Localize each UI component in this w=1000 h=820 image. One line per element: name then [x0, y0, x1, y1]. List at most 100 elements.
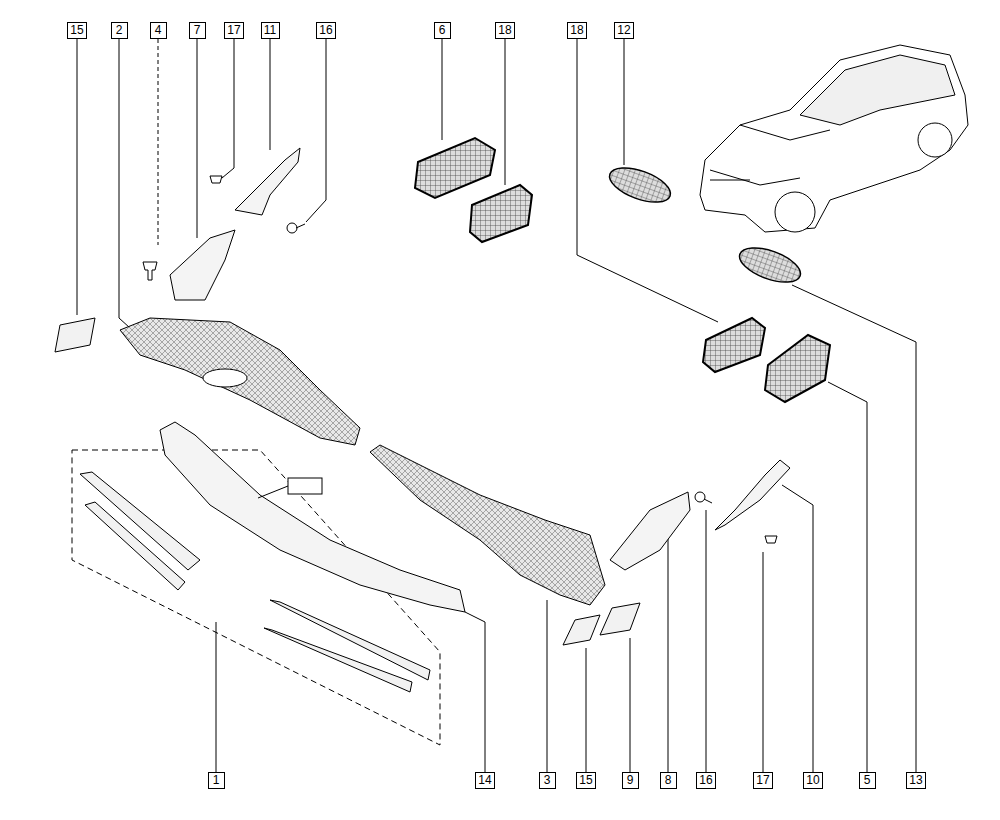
panel-opening [203, 369, 247, 387]
car-body [700, 45, 968, 232]
leader-line [586, 648, 587, 772]
callout-box: 2 [111, 22, 128, 39]
callout-box: 7 [189, 22, 206, 39]
callout-box: 16 [696, 772, 716, 789]
callout-box: 11 [261, 22, 280, 39]
callout-box: 3 [539, 772, 556, 789]
grille [735, 241, 805, 289]
callout-number: 9 [627, 773, 634, 787]
callout-box: 15 [576, 772, 596, 789]
callout-number: 4 [155, 23, 162, 37]
car-wheel [775, 192, 815, 232]
callout-box: 17 [753, 772, 773, 789]
callout-number: 15 [579, 773, 592, 787]
grille [605, 161, 675, 209]
callout-box: 12 [614, 22, 634, 39]
callout-box: 1 [208, 772, 225, 789]
callout-number: 12 [617, 23, 630, 37]
vent-grille [415, 138, 495, 198]
screw [287, 223, 297, 233]
callout-number: 16 [699, 773, 712, 787]
callout-number: 14 [478, 773, 491, 787]
car-windows [800, 55, 955, 125]
leader-line [77, 39, 78, 315]
callout-box: 4 [150, 22, 167, 39]
callout-number: 17 [227, 23, 240, 37]
callout-number: 18 [570, 23, 583, 37]
side-panel [610, 492, 690, 570]
callout-number: 17 [756, 773, 769, 787]
leader-line [668, 530, 669, 772]
callout-number: 13 [909, 773, 922, 787]
callout-box: 16 [316, 22, 336, 39]
leader-line [465, 612, 485, 772]
trim-strips [55, 318, 640, 692]
callout-number: 8 [665, 773, 672, 787]
callout-number: 5 [864, 773, 871, 787]
bracket [715, 460, 790, 530]
leader-line [442, 39, 443, 140]
leader-line [763, 552, 764, 772]
leader-line [577, 39, 718, 322]
leader-line [306, 39, 326, 222]
callout-box: 17 [224, 22, 244, 39]
callout-box: 18 [495, 22, 515, 39]
callout-number: 2 [116, 23, 123, 37]
cowl-panel-right [370, 445, 605, 605]
vent-grille [765, 335, 830, 402]
leader-line [197, 39, 198, 238]
callout-number: 10 [806, 773, 819, 787]
bracket [235, 148, 300, 215]
leader-line [270, 39, 271, 150]
leader-line [828, 382, 867, 772]
leader-line [782, 485, 813, 772]
callout-number: 6 [439, 23, 446, 37]
callout-box: 15 [67, 22, 87, 39]
callout-number: 11 [264, 23, 276, 37]
trim-strip [85, 502, 185, 590]
leader-line [706, 510, 707, 772]
screw [704, 499, 712, 503]
car-wheel [918, 123, 952, 157]
callout-box: 18 [567, 22, 587, 39]
cowl-strip [160, 422, 465, 612]
cowl-panel-left [120, 318, 360, 445]
screw [296, 224, 305, 228]
leader-line [624, 39, 625, 165]
clip [143, 262, 157, 280]
side-panel [170, 230, 235, 300]
callout-number: 16 [319, 23, 332, 37]
screw [695, 492, 705, 502]
callout-number: 3 [544, 773, 551, 787]
seal-strip [600, 603, 640, 635]
callout-number: 1 [213, 773, 220, 787]
leader-line [505, 39, 506, 185]
leader-line [119, 39, 130, 328]
leader-line [222, 39, 234, 178]
trim-strip [264, 628, 412, 692]
callout-box: 10 [803, 772, 823, 789]
callout-number: 18 [498, 23, 511, 37]
callout-number: 7 [194, 23, 201, 37]
callout-box: 9 [622, 772, 639, 789]
leader-line [216, 622, 217, 772]
leader-line [547, 600, 548, 772]
label-patch [288, 478, 322, 494]
leader-line [158, 39, 159, 245]
clip [765, 536, 777, 543]
callout-box: 5 [859, 772, 876, 789]
vent-grille [470, 185, 532, 242]
leader-line [630, 638, 631, 772]
callout-box: 14 [475, 772, 495, 789]
seal-strip [55, 318, 95, 352]
callout-box: 6 [434, 22, 451, 39]
clip [210, 176, 222, 183]
label-arrow [258, 486, 288, 498]
seal-strip [563, 615, 600, 645]
car-details [710, 125, 830, 185]
vent-grille [703, 318, 765, 372]
callout-number: 15 [70, 23, 83, 37]
callout-box: 13 [906, 772, 926, 789]
